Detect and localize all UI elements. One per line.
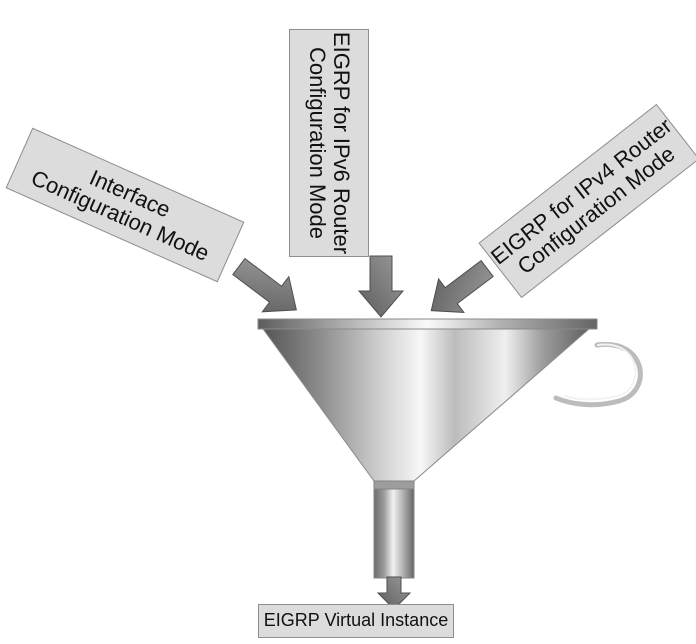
eigrp-ipv6-router-configuration-mode-box: EIGRP for IPv6 Router Configuration Mode <box>289 29 369 257</box>
ipv6-box-line-2: Configuration Mode <box>305 46 330 239</box>
ipv6-box-line-1: EIGRP for IPv6 Router <box>328 31 354 255</box>
arrow-interface <box>232 257 297 313</box>
funnel <box>257 318 643 579</box>
arrow-ipv6 <box>357 255 405 318</box>
arrow-output <box>376 576 412 610</box>
result-label: EIGRP Virtual Instance <box>263 610 449 631</box>
eigrp-virtual-instance-box: EIGRP Virtual Instance <box>258 604 454 638</box>
arrow-ipv4 <box>430 259 494 313</box>
